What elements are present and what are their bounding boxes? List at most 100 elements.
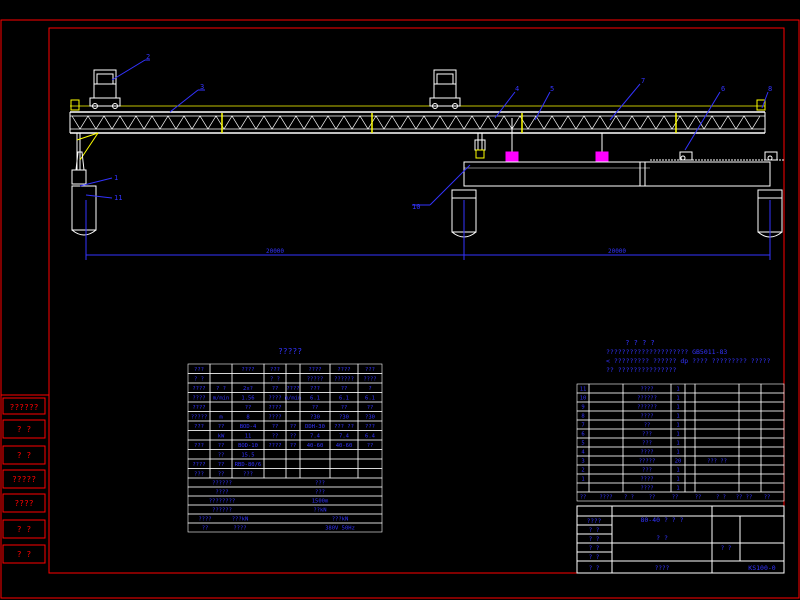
param-table-cell	[329, 449, 359, 460]
param-table-cell-text: ???	[194, 443, 204, 449]
dimension-left: 20000	[266, 248, 284, 255]
param-table-cell-text: ????	[268, 443, 281, 449]
title-sub: ? ?	[656, 534, 668, 542]
param-table-cell-text: ??	[218, 462, 225, 468]
parts-list-cell-text: 8	[581, 414, 584, 420]
parts-list-cell-text: ???	[642, 432, 652, 438]
param-table-cell-text: ??	[272, 434, 279, 440]
parts-list-header-text: ??	[649, 495, 656, 501]
callout-8: 8	[768, 85, 772, 93]
parts-list-cell-text: 1	[676, 432, 679, 438]
title-code: KS100-0	[748, 564, 775, 572]
param-table-cell	[263, 458, 287, 469]
param-footer-text: ????????	[209, 499, 236, 505]
parts-list-cell	[760, 419, 785, 430]
parts-list-cell-text: ??? ??	[707, 459, 727, 465]
parts-list-cell	[694, 437, 740, 448]
param-table-cell-text: ????	[192, 396, 205, 402]
parts-list-cell	[588, 383, 624, 394]
param-footer-text: ??	[202, 526, 209, 532]
parts-list-cell	[760, 482, 785, 493]
parts-list-cell	[684, 464, 696, 475]
truss-web-zigzag	[71, 115, 761, 130]
note-line-3: ?? ???????????????	[606, 366, 677, 374]
notes-heading: ? ? ? ?	[625, 339, 655, 347]
param-footer-text: ????	[233, 526, 246, 532]
parts-list-cell	[694, 464, 740, 475]
param-table-cell	[209, 401, 233, 412]
param-table-cell	[357, 449, 383, 460]
parts-list-cell	[738, 392, 762, 403]
title-label: ? ?	[589, 554, 600, 561]
param-table-cell-text: 6.1	[339, 396, 349, 402]
param-table-cell-text: ??	[367, 443, 374, 449]
parts-list-cell-text: 3	[581, 459, 584, 465]
parts-list: 11????110??????19??????18????17??16???15…	[576, 383, 785, 502]
parts-list-header-text: ??	[580, 495, 587, 501]
param-table-cell	[285, 401, 301, 412]
title-label: ? ?	[589, 536, 600, 543]
parts-list-cell	[760, 401, 785, 412]
parts-list-cell	[684, 410, 696, 421]
param-table-cell-text: m/min	[285, 396, 302, 402]
param-table-cell-text: 40-60	[336, 443, 353, 449]
parts-list-cell	[576, 482, 590, 493]
side-label: ??????	[10, 403, 39, 412]
param-table-cell-text: ????	[363, 377, 376, 383]
param-table-cell-text: 6.1	[365, 396, 375, 402]
parts-list-header-text: ????	[599, 495, 612, 501]
param-table-cell-text: 2x?	[243, 386, 253, 392]
title-company: ????	[655, 565, 670, 572]
param-footer-text: ???kN	[232, 517, 249, 523]
param-table-cell-text: RBD-80/6	[235, 462, 262, 468]
param-table-cell-text: 11	[245, 434, 252, 440]
callout-6: 6	[721, 85, 725, 93]
parts-list-cell	[738, 383, 762, 394]
note-line-2: < ????????? ?????? dp ???? ????????? ???…	[606, 357, 770, 365]
parts-list-cell-text: 20	[675, 459, 682, 465]
parts-list-cell	[694, 482, 740, 493]
param-table-cell-text: ???	[194, 367, 204, 373]
param-table-cell-text: 7.4	[339, 434, 350, 440]
outer-border	[0, 19, 800, 599]
param-table-cell-text: 7.4	[310, 434, 321, 440]
parts-list-cell	[684, 473, 696, 484]
param-footer-text: ??????	[212, 508, 232, 514]
parts-list-cell	[738, 410, 762, 421]
parts-list-cell	[738, 428, 762, 439]
param-table-cell-text: ???	[365, 367, 375, 373]
param-table-cell-text: 6.1	[310, 396, 320, 402]
parts-list-cell-text: 9	[581, 405, 584, 411]
param-table-cell-text: ??	[218, 453, 225, 459]
bridge-beam	[463, 151, 785, 187]
parts-list-cell-text: 7	[581, 423, 584, 429]
param-table-cell	[329, 468, 359, 479]
parts-list-cell	[738, 455, 762, 466]
note-line-1: ????????????????????? GB5011-83	[606, 348, 727, 356]
parts-list-cell-text: ????	[640, 387, 653, 393]
param-table-cell-text: ?30	[339, 415, 349, 421]
inner-border	[48, 27, 785, 574]
parts-list-cell	[684, 437, 696, 448]
side-label: ????	[14, 499, 33, 508]
param-footer-text: ???	[315, 490, 325, 496]
param-table-cell-text: ??	[272, 386, 279, 392]
param-table-cell	[209, 363, 233, 374]
parts-list-header-text: ??	[764, 495, 771, 501]
parts-list-header-text: ??	[672, 495, 679, 501]
parts-list-cell-text: 2	[581, 468, 584, 474]
param-footer-text: 1500m	[312, 499, 329, 505]
parts-list-cell	[738, 437, 762, 448]
param-footer-text: ??kN	[313, 508, 326, 514]
param-table-cell-text: ?	[368, 386, 371, 392]
param-footer-text: ????	[198, 517, 211, 523]
parts-list-cell-text: ?????	[639, 459, 656, 465]
param-table-cell-text: ??	[367, 405, 374, 411]
parts-list-cell	[684, 383, 696, 394]
param-table-cell-text: ? ?	[194, 377, 204, 383]
param-table-cell-text: ????	[337, 367, 350, 373]
parts-list-cell-text: ????	[640, 477, 653, 483]
param-table-cell-text: 8	[246, 415, 249, 421]
parts-list-cell-text: 5	[581, 441, 584, 447]
